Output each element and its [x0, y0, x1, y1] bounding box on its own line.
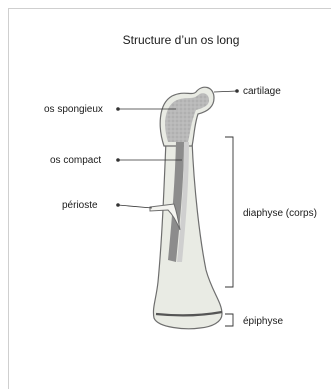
dot-os-spongieux: [116, 107, 120, 111]
label-perioste: périoste: [62, 200, 98, 211]
label-os-spongieux: os spongieux: [44, 104, 103, 115]
label-cartilage: cartilage: [243, 86, 281, 97]
leader-cartilage: [214, 91, 237, 92]
bracket-epiphyse: [225, 314, 233, 326]
diagram-title: Structure d’un os long: [123, 33, 240, 47]
label-diaphyse: diaphyse (corps): [243, 208, 317, 219]
label-epiphyse: épiphyse: [243, 316, 283, 327]
label-os-compact: os compact: [50, 155, 101, 166]
bracket-diaphyse: [225, 137, 233, 287]
leader-perioste: [118, 205, 152, 208]
dot-perioste: [116, 203, 120, 207]
dot-os-compact: [116, 158, 120, 162]
